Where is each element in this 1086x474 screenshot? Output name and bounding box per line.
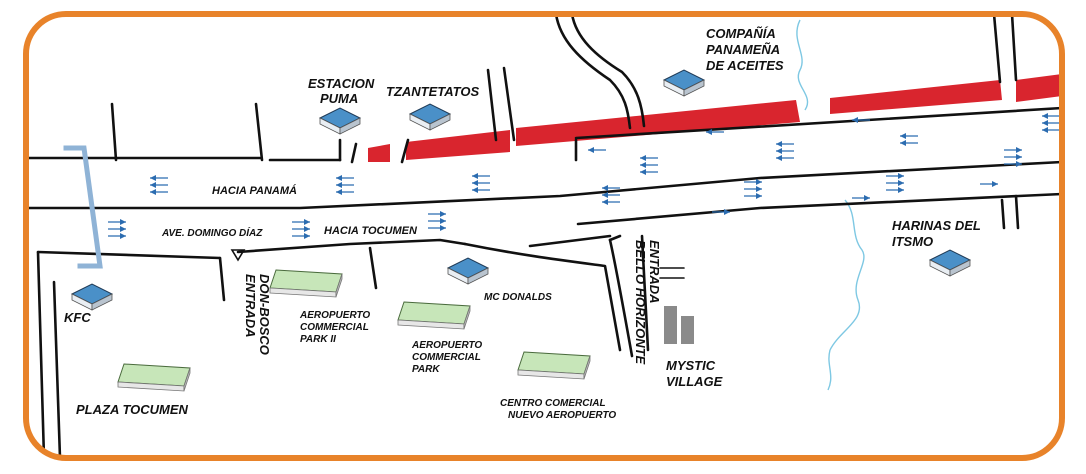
street-ramp bbox=[554, 14, 632, 130]
road-service bbox=[574, 106, 1062, 140]
label-mystic: MYSTIC bbox=[666, 358, 716, 373]
map-frame bbox=[23, 11, 1065, 461]
street bbox=[463, 242, 622, 352]
street bbox=[36, 250, 46, 458]
label-aero2: AEROPUERTO bbox=[299, 310, 370, 321]
label-entrada-don-bosco: ENTRADA bbox=[243, 274, 258, 338]
label-aero2: COMMERCIAL bbox=[300, 322, 369, 333]
isometric-building-icon bbox=[319, 107, 361, 135]
street bbox=[368, 246, 378, 290]
commercial-lot-icon bbox=[269, 269, 343, 298]
road-south-edge bbox=[236, 238, 467, 254]
label-centro: CENTRO COMERCIAL bbox=[500, 398, 606, 409]
street bbox=[52, 280, 62, 458]
road-south-right bbox=[608, 234, 622, 242]
street bbox=[350, 142, 358, 164]
street bbox=[400, 138, 410, 164]
label-aero: COMMERCIAL bbox=[412, 352, 481, 363]
street bbox=[528, 234, 612, 248]
label-hacia-tocumen: HACIA TOCUMEN bbox=[324, 225, 418, 237]
road-median bbox=[26, 160, 1062, 210]
triangle-marker-icon bbox=[230, 249, 246, 262]
street bbox=[486, 68, 498, 142]
isometric-building-icon bbox=[663, 69, 705, 97]
red-zone bbox=[830, 80, 1002, 114]
isometric-building-icon bbox=[409, 103, 451, 131]
label-entrada-bello: ENTRADA bbox=[647, 240, 662, 304]
commercial-lot-icon bbox=[517, 351, 591, 380]
road-south-edge bbox=[36, 250, 222, 260]
label-entrada-don-bosco: DON-BOSCO bbox=[257, 274, 272, 355]
label-estacion-puma: PUMA bbox=[320, 91, 358, 106]
label-compania: PANAMEÑA bbox=[706, 42, 780, 57]
isometric-building-icon bbox=[447, 257, 489, 285]
street-ramp bbox=[570, 14, 646, 128]
label-entrada-bello: BELLO HORIZONTE bbox=[633, 240, 648, 365]
commercial-lot-icon bbox=[397, 301, 471, 330]
street bbox=[218, 256, 226, 302]
commercial-lot-icon bbox=[117, 363, 191, 392]
isometric-building-icon bbox=[929, 249, 971, 277]
label-plaza-tocumen: PLAZA TOCUMEN bbox=[76, 402, 189, 417]
river bbox=[796, 19, 809, 111]
river bbox=[827, 349, 832, 391]
label-mystic: VILLAGE bbox=[666, 374, 723, 389]
street bbox=[1010, 14, 1018, 82]
label-harinas: HARINAS DEL bbox=[892, 218, 981, 233]
street bbox=[1014, 194, 1020, 230]
street bbox=[608, 238, 634, 358]
red-zone bbox=[368, 144, 390, 162]
street bbox=[254, 102, 264, 162]
residential-towers-icon bbox=[664, 306, 694, 344]
label-aero2: PARK II bbox=[300, 334, 336, 345]
pedestrian-bridge-icon bbox=[63, 145, 103, 269]
label-aero: AEROPUERTO bbox=[411, 340, 482, 351]
label-avenue: AVE. DOMINGO DÍAZ bbox=[161, 226, 263, 239]
label-hacia-panama: HACIA PANAMÁ bbox=[212, 184, 297, 197]
red-zone bbox=[1016, 74, 1062, 102]
red-zone bbox=[516, 100, 800, 146]
road-service-south bbox=[576, 192, 1062, 226]
label-compania: DE ACEITES bbox=[706, 58, 784, 73]
isometric-building-icon bbox=[71, 283, 113, 311]
street bbox=[1000, 198, 1006, 230]
label-aero: PARK bbox=[412, 364, 440, 375]
label-tzantetatos: TZANTETATOS bbox=[386, 84, 479, 99]
river bbox=[829, 199, 865, 351]
label-centro: NUEVO AEROPUERTO bbox=[508, 410, 616, 421]
label-harinas: ITSMO bbox=[892, 234, 933, 249]
street bbox=[992, 14, 1002, 84]
red-zone bbox=[406, 130, 510, 160]
label-estacion-puma: ESTACION bbox=[308, 76, 375, 91]
street bbox=[502, 66, 516, 142]
label-compania: COMPAÑÍA bbox=[706, 26, 776, 41]
street bbox=[640, 234, 650, 352]
label-mcdonalds: MC DONALDS bbox=[484, 292, 552, 303]
street bbox=[110, 102, 118, 162]
label-kfc: KFC bbox=[64, 310, 91, 325]
